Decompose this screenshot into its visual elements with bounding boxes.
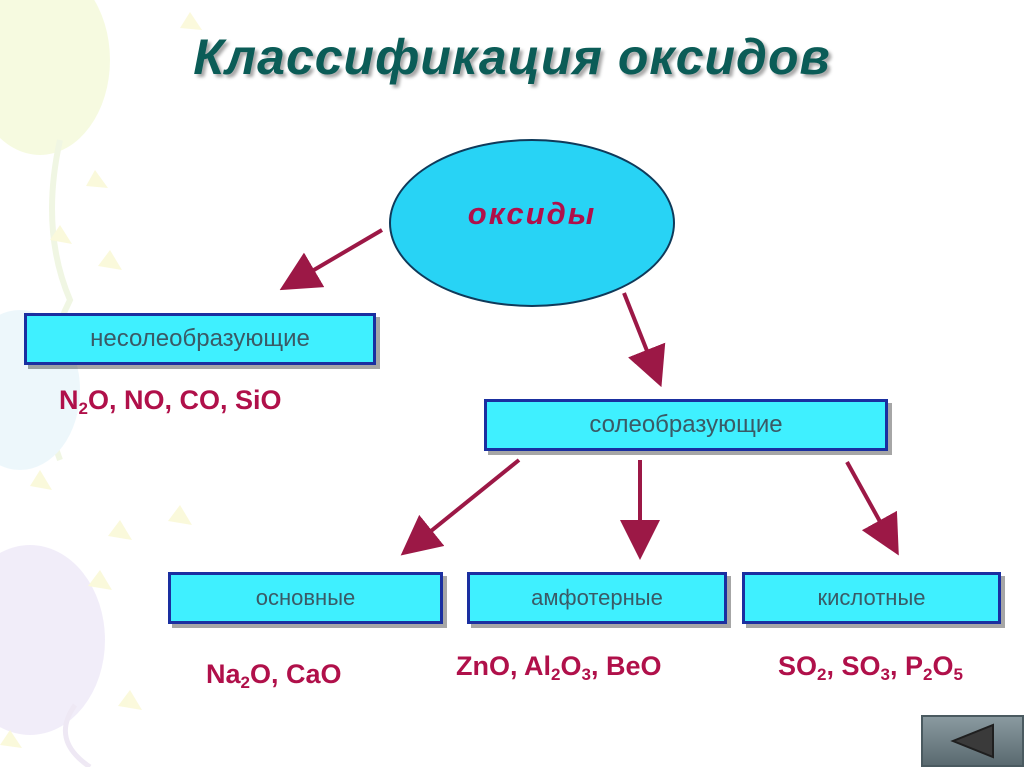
formula-basic: Na2O, CaO bbox=[206, 659, 342, 692]
node-non-salt-forming-label: несолеобразующие bbox=[90, 325, 310, 352]
back-nav-button[interactable] bbox=[921, 715, 1024, 767]
formula-non-salt-forming: N2O, NO, CO, SiO bbox=[59, 385, 282, 418]
node-salt-forming: солеобразующие bbox=[484, 399, 888, 451]
arrow-salt-to-basic bbox=[400, 458, 521, 556]
root-node-oxides: оксиды bbox=[389, 139, 675, 307]
node-acidic-label: кислотные bbox=[817, 585, 926, 610]
node-basic: основные bbox=[168, 572, 443, 624]
root-node-label: оксиды bbox=[467, 196, 597, 231]
node-non-salt-forming: несолеобразующие bbox=[24, 313, 376, 365]
node-salt-forming-label: солеобразующие bbox=[589, 411, 783, 438]
page-title: Классификация оксидов bbox=[193, 29, 831, 85]
node-basic-label: основные bbox=[255, 585, 356, 610]
node-amphoteric: амфотерные bbox=[467, 572, 727, 624]
arrow-root-to-salt bbox=[622, 292, 666, 388]
arrow-root-to-nonsalt bbox=[279, 228, 384, 291]
formula-amphoteric: ZnO, Al2O3, BeO bbox=[456, 651, 662, 684]
node-amphoteric-label: амфотерные bbox=[531, 585, 663, 610]
node-acidic: кислотные bbox=[742, 572, 1001, 624]
back-arrow-icon bbox=[950, 723, 994, 759]
formula-acidic: SO2, SO3, P2O5 bbox=[778, 651, 963, 684]
arrow-salt-to-acidic bbox=[845, 461, 899, 556]
